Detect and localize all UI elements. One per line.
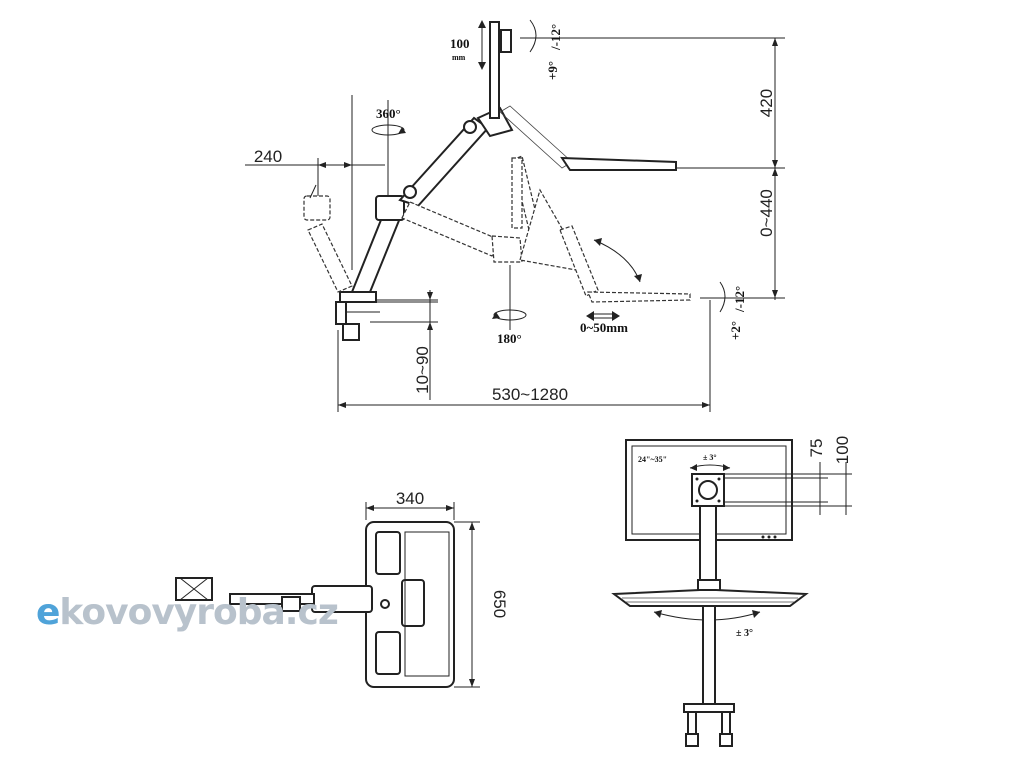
label-slide: 0~50mm bbox=[580, 320, 628, 335]
dim-vesa-large: 100 bbox=[833, 436, 852, 464]
front-view: 24"~35" ± 3° 75 100 ± 3° bbox=[611, 436, 852, 747]
top-view: 340 650 bbox=[175, 489, 509, 688]
dim-vesa-small: 75 bbox=[807, 439, 826, 458]
label-rotation-tray: ± 3° bbox=[736, 628, 753, 639]
side-view: 420 0~440 530~1280 10~90 240 360° 180° bbox=[245, 19, 785, 412]
dim-top-depth: 650 bbox=[490, 590, 509, 618]
logo-text: kovovyroba.cz bbox=[59, 592, 338, 633]
dim-height-top: 420 bbox=[757, 89, 776, 117]
label-tilt-monitor-down: +9° bbox=[545, 61, 560, 80]
label-tilt-tray-up: /-12° bbox=[732, 286, 747, 313]
dim-depth-offset: 240 bbox=[254, 147, 282, 166]
label-screen-size: 24"~35" bbox=[638, 455, 667, 464]
label-tilt-tray-down: +2° bbox=[728, 321, 743, 340]
label-swivel-top: 360° bbox=[376, 106, 401, 121]
label-monitor-travel: 100 bbox=[450, 36, 470, 51]
dim-height-range: 0~440 bbox=[757, 189, 776, 237]
dim-top-width: 340 bbox=[396, 489, 424, 508]
label-tilt-monitor-up: /-12° bbox=[548, 24, 563, 51]
dim-reach: 530~1280 bbox=[492, 385, 568, 404]
label-rotation-head: ± 3° bbox=[703, 453, 717, 462]
label-monitor-travel-unit: mm bbox=[452, 53, 466, 62]
label-swivel-base: 180° bbox=[497, 331, 522, 346]
logo-letter-e: e bbox=[36, 592, 60, 633]
dim-clamp-thickness: 10~90 bbox=[413, 346, 432, 394]
brand-logo: ekovovyroba.cz bbox=[36, 592, 339, 633]
